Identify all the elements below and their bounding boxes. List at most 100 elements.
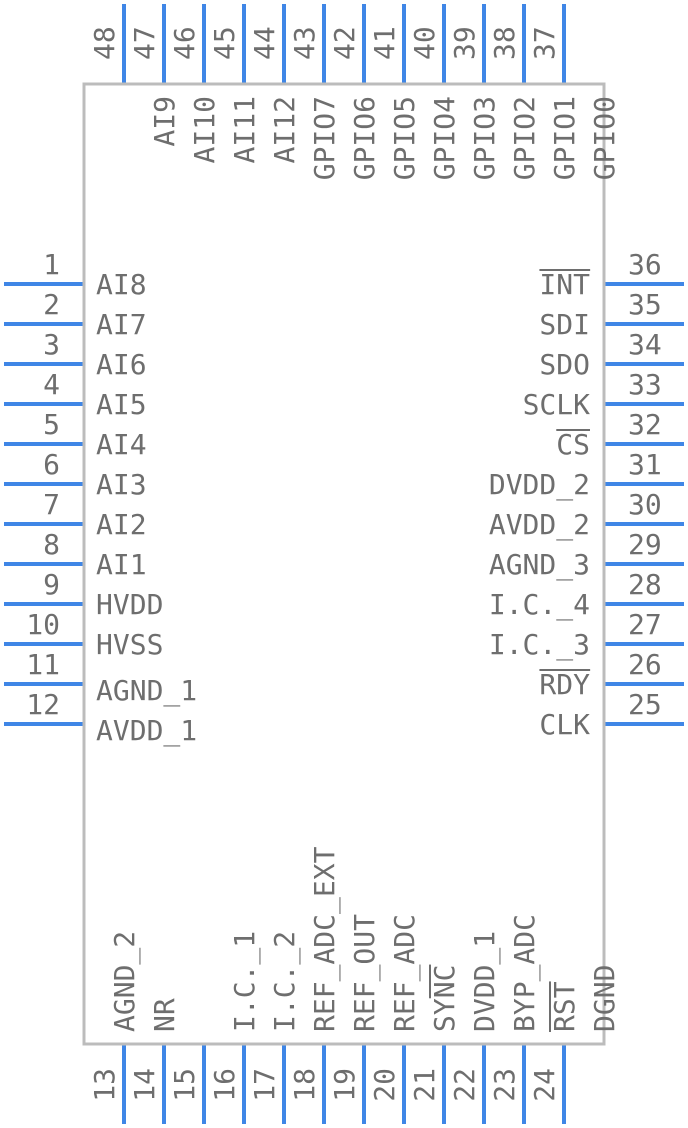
right-pin-number: 30 xyxy=(628,488,662,521)
right-pin-label: AVDD_2 xyxy=(489,508,590,542)
bottom-pin-label: REF_ADC xyxy=(388,914,422,1032)
left-pin-number: 2 xyxy=(43,288,60,321)
top-pin-label: GPIO0 xyxy=(588,96,621,180)
right-pin-label: SCLK xyxy=(523,388,591,421)
bottom-pin-label: RST xyxy=(548,981,581,1032)
left-pin-label: AGND_1 xyxy=(96,674,197,708)
top-pin-number: 41 xyxy=(368,26,401,60)
top-pin-number: 37 xyxy=(528,26,561,60)
left-pin-number: 9 xyxy=(43,568,60,601)
right-pin-label: INT xyxy=(539,268,590,301)
right-pin-number: 34 xyxy=(628,328,662,361)
right-pin-number: 35 xyxy=(628,288,662,321)
bottom-pin-label: AGND_2 xyxy=(108,931,142,1032)
bottom-pin-number: 23 xyxy=(488,1068,521,1102)
left-pin-label: AI4 xyxy=(96,428,147,461)
bottom-pin-label: SYNC xyxy=(428,965,461,1032)
bottom-pin-number: 13 xyxy=(88,1068,121,1102)
right-pin-label: RDY xyxy=(539,668,590,701)
left-pin-number: 7 xyxy=(43,488,60,521)
left-pin-number: 3 xyxy=(43,328,60,361)
bottom-pin-number: 21 xyxy=(408,1068,441,1102)
top-pin-label: GPIO2 xyxy=(508,96,541,180)
left-pin-number: 10 xyxy=(26,608,60,641)
left-pin-number: 8 xyxy=(43,528,60,561)
top-pin-label: GPIO6 xyxy=(348,96,381,180)
right-pin-label: SDI xyxy=(539,308,590,341)
right-pin-number: 36 xyxy=(628,248,662,281)
ic-body xyxy=(82,82,606,1046)
right-pin-label: CS xyxy=(556,428,590,461)
top-pin-label: GPIO4 xyxy=(428,96,461,180)
bottom-pin-number: 19 xyxy=(328,1068,361,1102)
left-pin-number: 12 xyxy=(26,688,60,721)
bottom-pin-label: I.C._1 xyxy=(228,931,262,1032)
top-pin-label: GPIO7 xyxy=(308,96,341,180)
top-pin-number: 48 xyxy=(88,26,121,60)
top-pin-number: 47 xyxy=(128,26,161,60)
bottom-pin-label: BYP_ADC xyxy=(508,914,542,1032)
left-pin-label: AI6 xyxy=(96,348,147,381)
right-pin-number: 27 xyxy=(628,608,662,641)
right-pin-label: CLK xyxy=(539,708,590,741)
top-pin-label: AI10 xyxy=(188,96,221,163)
top-pin-number: 38 xyxy=(488,26,521,60)
right-pin-number: 32 xyxy=(628,408,662,441)
right-pin-label: DVDD_2 xyxy=(489,468,590,502)
right-pin-number: 25 xyxy=(628,688,662,721)
left-pin-label: AI8 xyxy=(96,268,147,301)
left-pin-label: AI5 xyxy=(96,388,147,421)
bottom-pin-label: I.C._2 xyxy=(268,931,302,1032)
left-pin-number: 4 xyxy=(43,368,60,401)
right-pin-number: 31 xyxy=(628,448,662,481)
bottom-pin-number: 14 xyxy=(128,1068,161,1102)
right-pin-number: 26 xyxy=(628,648,662,681)
right-pin-label: I.C._3 xyxy=(489,628,590,662)
top-pin-number: 39 xyxy=(448,26,481,60)
bottom-pin-label: DVDD_1 xyxy=(468,931,502,1032)
right-pin-label: AGND_3 xyxy=(489,548,590,582)
right-pin-number: 29 xyxy=(628,528,662,561)
top-pin-label: AI9 xyxy=(148,96,181,147)
bottom-pin-number: 15 xyxy=(168,1068,201,1102)
left-pin-number: 5 xyxy=(43,408,60,441)
bottom-pin-number: 22 xyxy=(448,1068,481,1102)
pin-lines xyxy=(4,4,684,1124)
bottom-pin-number: 24 xyxy=(528,1068,561,1102)
top-pin-label: GPIO5 xyxy=(388,96,421,180)
bottom-pin-label: REF_ADC_EXT xyxy=(308,846,342,1032)
left-pin-label: AI7 xyxy=(96,308,147,341)
bottom-pin-label: NR xyxy=(148,998,181,1032)
left-pin-label: HVDD xyxy=(96,588,163,621)
left-pin-number: 6 xyxy=(43,448,60,481)
top-pin-number: 46 xyxy=(168,26,201,60)
bottom-pin-number: 17 xyxy=(248,1068,281,1102)
right-pin-number: 28 xyxy=(628,568,662,601)
top-pin-number: 43 xyxy=(288,26,321,60)
left-pin-label: AI3 xyxy=(96,468,147,501)
bottom-pin-number: 16 xyxy=(208,1068,241,1102)
left-pin-number: 1 xyxy=(43,248,60,281)
bottom-pin-number: 20 xyxy=(368,1068,401,1102)
left-pin-label: AVDD_1 xyxy=(96,714,197,748)
top-pin-number: 40 xyxy=(408,26,441,60)
top-pin-label: AI11 xyxy=(228,96,261,163)
top-pin-label: GPIO1 xyxy=(548,96,581,180)
top-pin-number: 42 xyxy=(328,26,361,60)
top-pin-number: 44 xyxy=(248,26,281,60)
left-pin-label: AI2 xyxy=(96,508,147,541)
bottom-pin-number: 18 xyxy=(288,1068,321,1102)
left-pin-number: 11 xyxy=(26,648,60,681)
right-pin-label: I.C._4 xyxy=(489,588,590,622)
bottom-pin-label: DGND xyxy=(588,965,621,1032)
bottom-pin-label: REF_OUT xyxy=(348,914,382,1032)
left-pin-label: AI1 xyxy=(96,548,147,581)
left-pin-label: HVSS xyxy=(96,628,163,661)
top-pin-label: AI12 xyxy=(268,96,301,163)
right-pin-number: 33 xyxy=(628,368,662,401)
top-pin-number: 45 xyxy=(208,26,241,60)
top-pin-label: GPIO3 xyxy=(468,96,501,180)
right-pin-label: SDO xyxy=(539,348,590,381)
